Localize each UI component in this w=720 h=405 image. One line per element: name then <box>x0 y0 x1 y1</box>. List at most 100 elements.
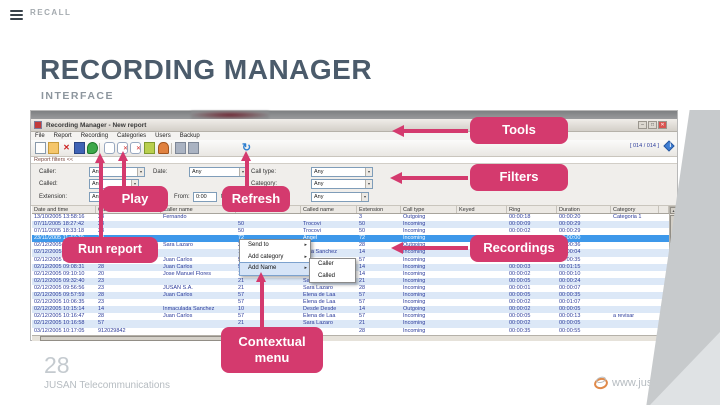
date-label: Date: <box>153 169 168 175</box>
app-screenshot: Recording Manager - New report – □ ✕ Fil… <box>30 110 678 341</box>
column-header[interactable] <box>659 206 669 213</box>
close-button[interactable]: ✕ <box>658 121 667 129</box>
menu-report[interactable]: Report <box>53 133 72 139</box>
table-cell: Sara Lazaro <box>303 320 333 327</box>
maximize-button[interactable]: □ <box>648 121 657 129</box>
table-cell: Trocovi <box>303 228 321 235</box>
table-cell: 07/11/2005 18:33:18 <box>34 228 85 235</box>
column-header[interactable]: Category <box>611 206 659 213</box>
menu-backup[interactable]: Backup <box>179 133 200 139</box>
from-input[interactable]: 0:00 <box>193 192 217 202</box>
context-submenu-item[interactable]: Caller <box>318 261 334 267</box>
scrollbar-thumb[interactable] <box>40 336 240 341</box>
table-cell: Sara Lazaro <box>303 284 333 291</box>
table-cell <box>457 264 507 271</box>
delete-icon[interactable] <box>61 142 72 154</box>
users-icon[interactable] <box>158 142 169 154</box>
chevron-down-icon[interactable]: ▾ <box>365 180 372 188</box>
submenu-arrow-icon: ▸ <box>304 265 307 271</box>
toolbar-separator <box>99 143 100 154</box>
call-type-dropdown[interactable]: Any▾ <box>311 167 373 177</box>
table-cell: Fernando <box>163 214 187 220</box>
table-cell: 21 <box>359 320 366 327</box>
chevron-down-icon[interactable]: ▾ <box>239 168 246 176</box>
backup-icon[interactable] <box>188 142 199 154</box>
chevron-down-icon[interactable]: ▾ <box>131 180 138 188</box>
table-cell: 00:00:24 <box>559 277 581 284</box>
menu-categories[interactable]: Categories <box>117 133 147 139</box>
category-label: Category: <box>251 181 278 187</box>
page-number: 28 <box>44 352 70 378</box>
table-cell: 00:00:02 <box>509 320 531 327</box>
export-recording-icon[interactable] <box>130 142 141 155</box>
import-icon[interactable] <box>175 142 186 154</box>
menu-recording[interactable]: Recording <box>80 133 109 139</box>
table-row[interactable]: 07/11/2005 18:33:182350Trocovi50Incoming… <box>32 228 669 236</box>
menu-file[interactable]: File <box>35 133 45 139</box>
column-header[interactable]: Called name <box>301 206 357 213</box>
table-cell: Incoming <box>403 263 426 270</box>
open-icon[interactable] <box>48 142 59 154</box>
table-cell: 23 <box>98 284 105 291</box>
table-cell: Jose Manuel Flores <box>163 270 211 277</box>
menu-users[interactable]: Users <box>155 133 171 139</box>
table-cell <box>611 221 659 228</box>
table-cell <box>301 214 357 221</box>
play-recording-icon[interactable] <box>104 142 115 154</box>
context-menu-item[interactable]: Add Name▸ <box>239 262 311 276</box>
chevron-down-icon[interactable]: ▾ <box>361 193 368 201</box>
caller-label: Caller: <box>39 169 57 175</box>
table-row[interactable]: 13/10/2005 13:58:1623Fernando3Outgoing00… <box>32 214 669 222</box>
table-cell: 00:01:07 <box>559 299 581 306</box>
table-cell: Incoming <box>403 299 426 306</box>
table-cell: 00:00:00 <box>559 235 581 242</box>
page-title: RECORDING MANAGER <box>40 54 373 85</box>
new-report-icon[interactable] <box>35 142 46 154</box>
chevron-down-icon[interactable]: ▾ <box>365 168 372 176</box>
table-cell: 57 <box>238 313 245 320</box>
table-cell <box>611 235 659 242</box>
table-cell: 28 <box>359 284 366 291</box>
report-filters-toggle[interactable]: Report filters << <box>34 157 74 163</box>
table-cell: 00:00:02 <box>509 306 531 313</box>
context-submenu-item[interactable]: Called <box>318 272 336 279</box>
context-menu-item[interactable]: Send to▸ <box>240 240 310 252</box>
table-cell: 00:00:07 <box>559 284 581 291</box>
table-cell <box>457 292 507 299</box>
arrow-up-icon <box>241 151 251 161</box>
run-icon[interactable] <box>87 142 98 154</box>
table-row[interactable]: 07/11/2005 18:27:422350Trocovi50Incoming… <box>32 221 669 229</box>
extra-dropdown[interactable]: Any▾ <box>311 192 369 202</box>
app-icon <box>34 121 42 129</box>
categories-icon[interactable] <box>144 142 155 154</box>
column-header[interactable]: Call type <box>401 206 457 213</box>
column-header[interactable]: Duration <box>557 206 611 213</box>
column-header[interactable]: Ring <box>507 206 557 213</box>
horizontal-scrollbar[interactable] <box>32 335 669 341</box>
column-header[interactable]: Keyed <box>457 206 507 213</box>
caller-dropdown[interactable]: Any▾ <box>89 167 145 177</box>
table-cell <box>161 228 236 235</box>
category-dropdown[interactable]: Any▾ <box>311 179 373 189</box>
table-cell: Trocovi <box>303 221 321 228</box>
column-header[interactable]: Extension <box>357 206 401 213</box>
minimize-button[interactable]: – <box>638 121 647 129</box>
date-dropdown[interactable]: Any▾ <box>189 167 247 177</box>
menu-icon[interactable] <box>10 10 23 20</box>
context-menu-item[interactable]: Add category▸ <box>240 252 310 264</box>
column-header[interactable]: Date and time <box>32 206 96 213</box>
submenu-arrow-icon: ▸ <box>304 242 307 248</box>
chevron-down-icon[interactable]: ▾ <box>137 168 144 176</box>
table-cell: Aida Sanchez <box>303 249 337 256</box>
table-cell <box>161 278 236 285</box>
table-cell: 00:00:04 <box>559 249 581 256</box>
save-icon[interactable] <box>74 142 85 154</box>
table-cell: Elena de Laa <box>303 292 336 299</box>
